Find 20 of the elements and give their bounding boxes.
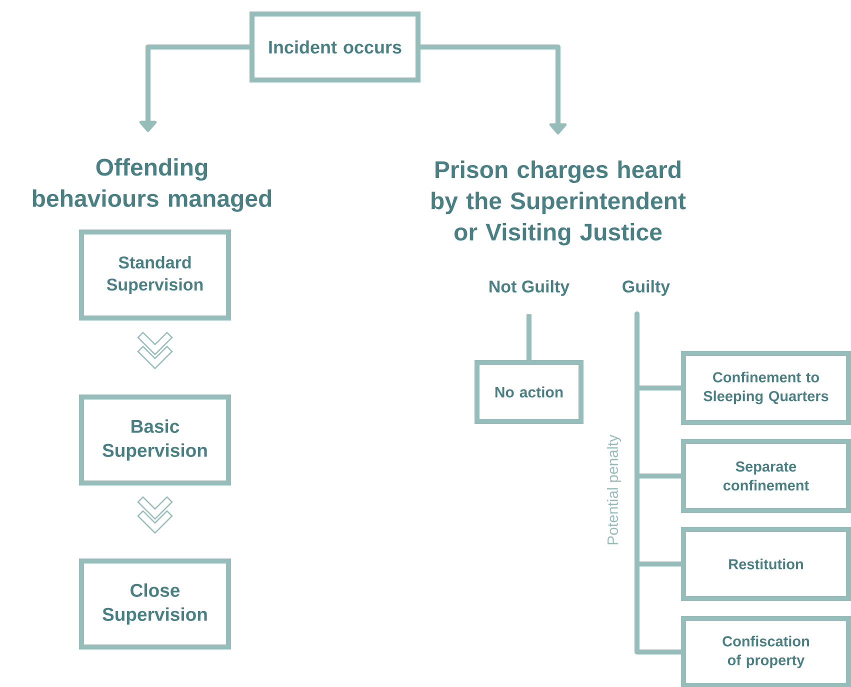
outcome-text: Not Guilty xyxy=(490,280,570,296)
process-box: Confiscation of property xyxy=(681,616,851,687)
process-box: Confinement to Sleeping Quarters xyxy=(681,351,851,425)
chevron-arrow xyxy=(137,496,173,534)
connector-line xyxy=(634,312,684,654)
process-box: Separate confinement xyxy=(681,439,851,513)
connector-line xyxy=(526,314,532,360)
heading-text: Prison charges heard by the Superintendent or Visiting Justice xyxy=(432,160,686,246)
process-box: Incident occurs xyxy=(250,12,420,82)
arrow xyxy=(420,44,567,134)
process-box: Basic Supervision xyxy=(79,394,231,486)
process-box: Close Supervision xyxy=(79,558,231,650)
process-box: Standard Supervision xyxy=(79,230,231,320)
chevron-arrow xyxy=(137,332,173,370)
arrow xyxy=(139,44,250,132)
axis-label: Potential penalty xyxy=(607,434,621,544)
process-box: Restitution xyxy=(681,527,851,601)
outcome-text: Guilty xyxy=(622,280,670,296)
heading-text: Offending behaviours managed xyxy=(32,158,272,212)
process-box: No action xyxy=(474,360,584,424)
